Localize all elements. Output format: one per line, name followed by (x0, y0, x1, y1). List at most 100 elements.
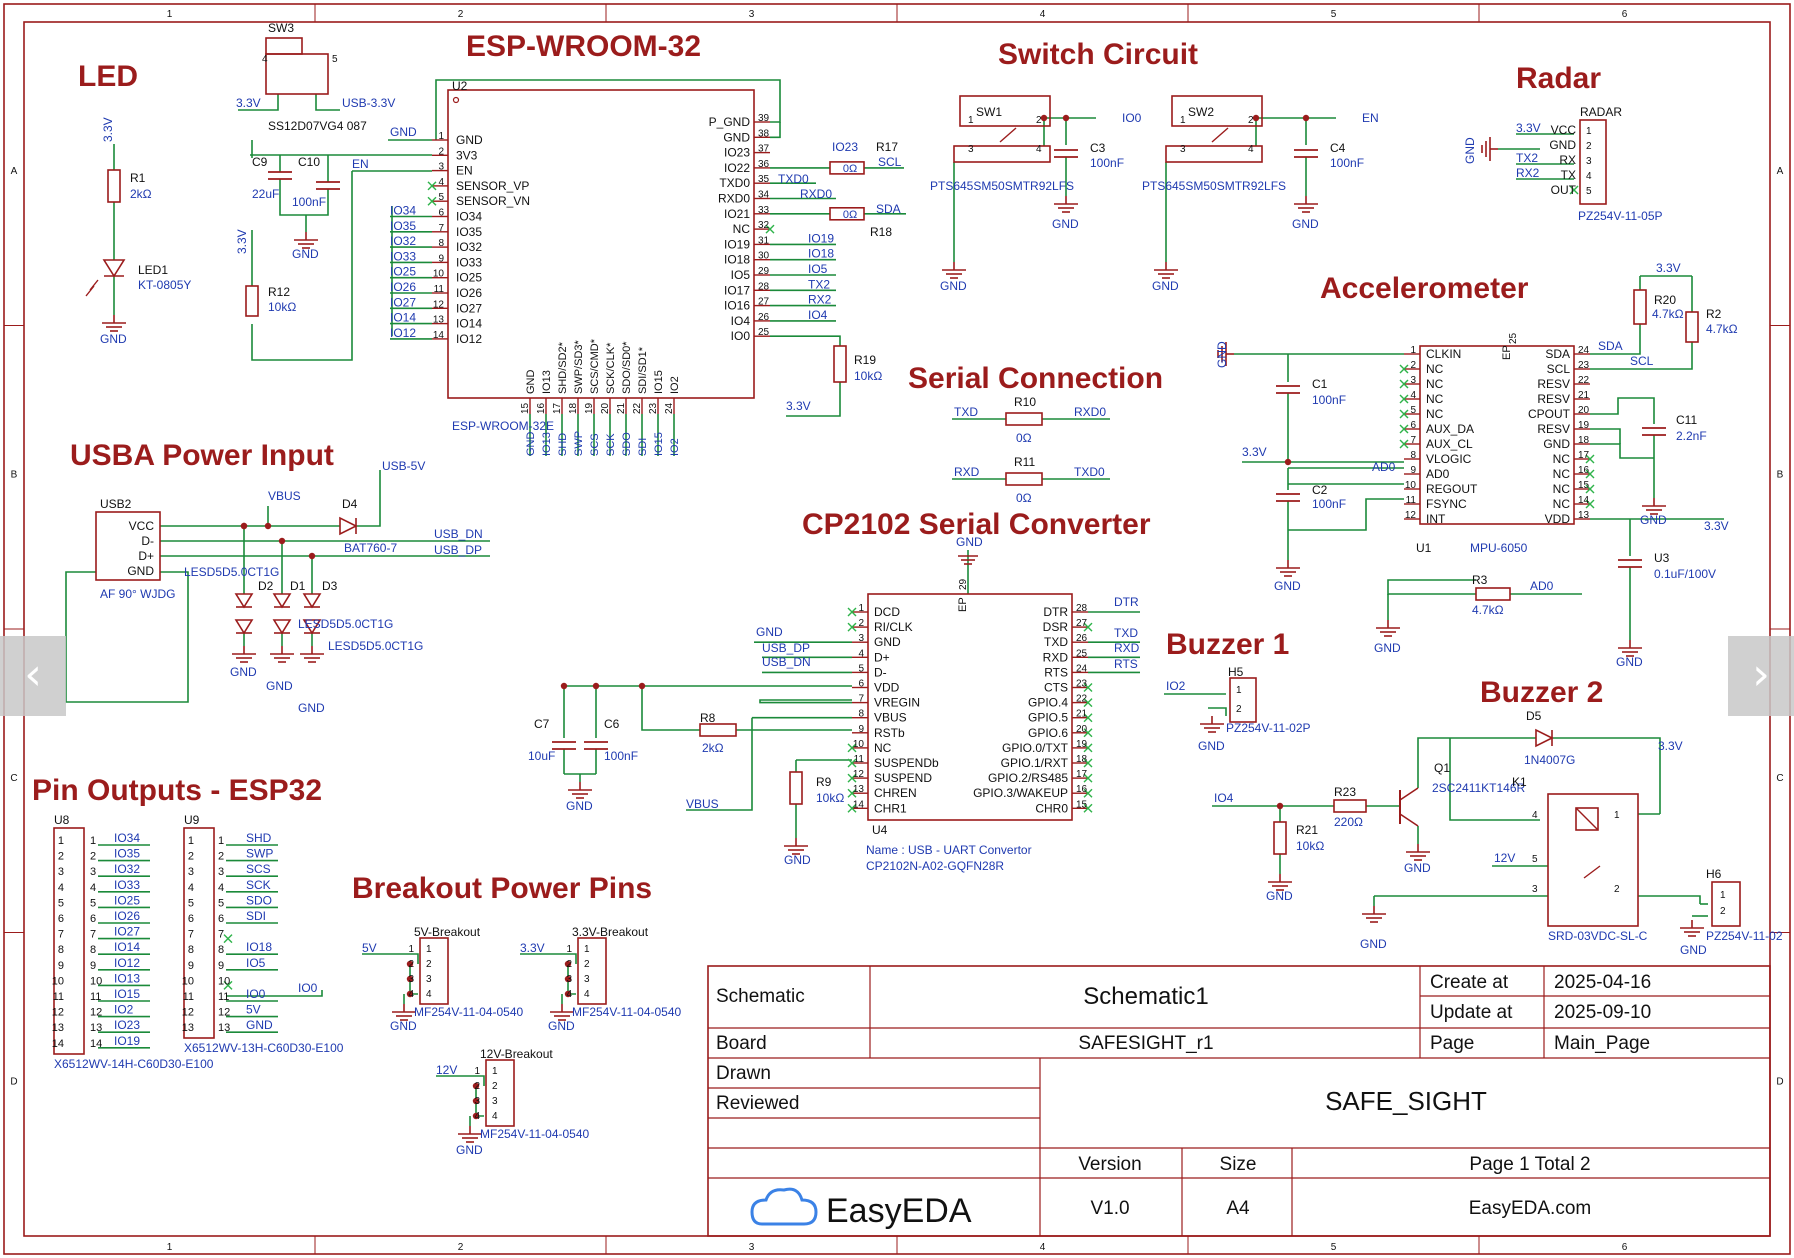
page-label: Page (1430, 1033, 1474, 1054)
wire (1590, 324, 1641, 355)
net-label: SDI (246, 909, 266, 923)
wire (520, 953, 577, 964)
cp-right-pin: GPIO.0/TXT (1002, 741, 1069, 755)
net-label: SDI (637, 438, 649, 456)
cp-right-pin: RXD (1043, 650, 1069, 664)
pin-number: 1 (1614, 810, 1620, 821)
net-gnd: GND (1152, 279, 1179, 293)
wire (686, 717, 753, 811)
pin-number: 26 (1076, 633, 1088, 644)
part-breakout: MF254V-11-04-0540 (572, 1005, 682, 1019)
resistor (1005, 412, 1043, 426)
net-label: IO35 (390, 219, 416, 233)
junction-dot (406, 975, 414, 983)
esp-left-pin: IO25 (456, 271, 482, 285)
pin-number: 14 (433, 330, 445, 341)
esp-right-pin: IO16 (724, 299, 750, 313)
esp-left-pin: IO12 (456, 332, 482, 346)
pin-number: 33 (758, 205, 770, 216)
switch-pin: 1 (968, 115, 974, 126)
cp-right-pin: GPIO.2/RS485 (988, 771, 1068, 785)
grid-col-label: 2 (458, 1242, 464, 1253)
mpu-left-pin: NC (1426, 392, 1444, 406)
esp-right-pin: IO5 (731, 268, 751, 282)
prev-arrow-button[interactable]: ‹ (0, 636, 66, 716)
value-c10: 100nF (292, 195, 326, 209)
pin-number: 10 (90, 975, 102, 987)
grid-col-label: 3 (749, 1242, 755, 1253)
esp-bottom-pin: SDI/SD1* (637, 346, 649, 394)
diode (234, 619, 254, 635)
pin-number: 2 (426, 959, 432, 970)
net-label: IO19 (808, 231, 834, 245)
pin-number: 1 (218, 835, 224, 847)
resistor (833, 345, 847, 383)
junction-dot (592, 682, 600, 690)
grid-row-label: A (11, 166, 18, 177)
pin-number: 1 (1720, 890, 1726, 901)
pin-number: 5 (1410, 405, 1416, 416)
pin-number: 2 (438, 146, 444, 157)
ref-r9: R9 (816, 775, 832, 789)
grid-row-label: B (1777, 469, 1784, 480)
pin-number: 23 (648, 402, 659, 414)
net-ad0: AD0 (1372, 460, 1396, 474)
section-title-pin-outputs: Pin Outputs - ESP32 (32, 774, 322, 807)
diode (302, 619, 322, 635)
ref-r19: R19 (854, 353, 876, 367)
pin-number: 2 (1720, 906, 1726, 917)
value-r2: 4.7kΩ (1706, 322, 1738, 336)
pin-number: 6 (188, 913, 194, 925)
breakout-connector (419, 937, 449, 1005)
pin-number: 15 (1076, 799, 1088, 810)
version-value: V1.0 (1090, 1198, 1129, 1219)
net-rxd: RXD (1114, 641, 1140, 655)
wire (1590, 397, 1655, 424)
pin-number: 2 (90, 851, 96, 863)
net-label: IO19 (114, 1034, 140, 1048)
pin-number: 1 (1236, 685, 1242, 696)
pin-number: 1 (584, 944, 590, 955)
breakout-title: 3.3V-Breakout (572, 925, 649, 939)
net-label: IO5 (808, 262, 828, 276)
pin-number: 3 (566, 974, 572, 985)
net-label: SDO (246, 893, 272, 907)
cp-left-pin: RI/CLK (874, 620, 913, 634)
junction-dot (264, 522, 272, 530)
ref-usb2: USB2 (100, 497, 132, 511)
pin-number: 4 (566, 989, 572, 1000)
diode-d5 (1535, 728, 1554, 748)
grid-col-label: 5 (1331, 9, 1337, 20)
next-arrow-button[interactable]: › (1728, 636, 1794, 716)
ref-c4: C4 (1330, 141, 1346, 155)
section-title-usba: USBA Power Input (70, 439, 334, 472)
esp-right-pin: P_GND (709, 115, 751, 129)
net-label: IO25 (390, 265, 416, 279)
nc-mark (847, 607, 857, 617)
diode (272, 619, 292, 635)
cp-left-pin: VREGIN (874, 696, 920, 710)
nc-mark (1083, 713, 1093, 723)
wire (362, 953, 419, 964)
mpu-left-pin: AUX_CL (1426, 437, 1473, 451)
pin-number: 29 (758, 266, 770, 277)
radar-pin: GND (1549, 138, 1576, 152)
usb-pin: D- (141, 534, 154, 548)
pin-number: 13 (90, 1022, 102, 1034)
wire (226, 990, 323, 997)
mpu-left-pin: VLOGIC (1426, 452, 1472, 466)
mpu-right-pin: RESV (1537, 392, 1570, 406)
net-label: SWP (573, 431, 585, 456)
pin-number: 7 (1410, 435, 1416, 446)
net-ad0: AD0 (1530, 579, 1554, 593)
resistor (1633, 289, 1647, 325)
junction-dot (472, 1097, 480, 1105)
net-label: SHD (246, 831, 272, 845)
net-label: SCS (589, 433, 601, 456)
ref-r21: R21 (1296, 823, 1318, 837)
net-label: IO18 (808, 247, 834, 261)
pin-number: 24 (664, 402, 675, 414)
grid-col-label: 3 (749, 9, 755, 20)
grid-col-label: 6 (1622, 9, 1628, 20)
